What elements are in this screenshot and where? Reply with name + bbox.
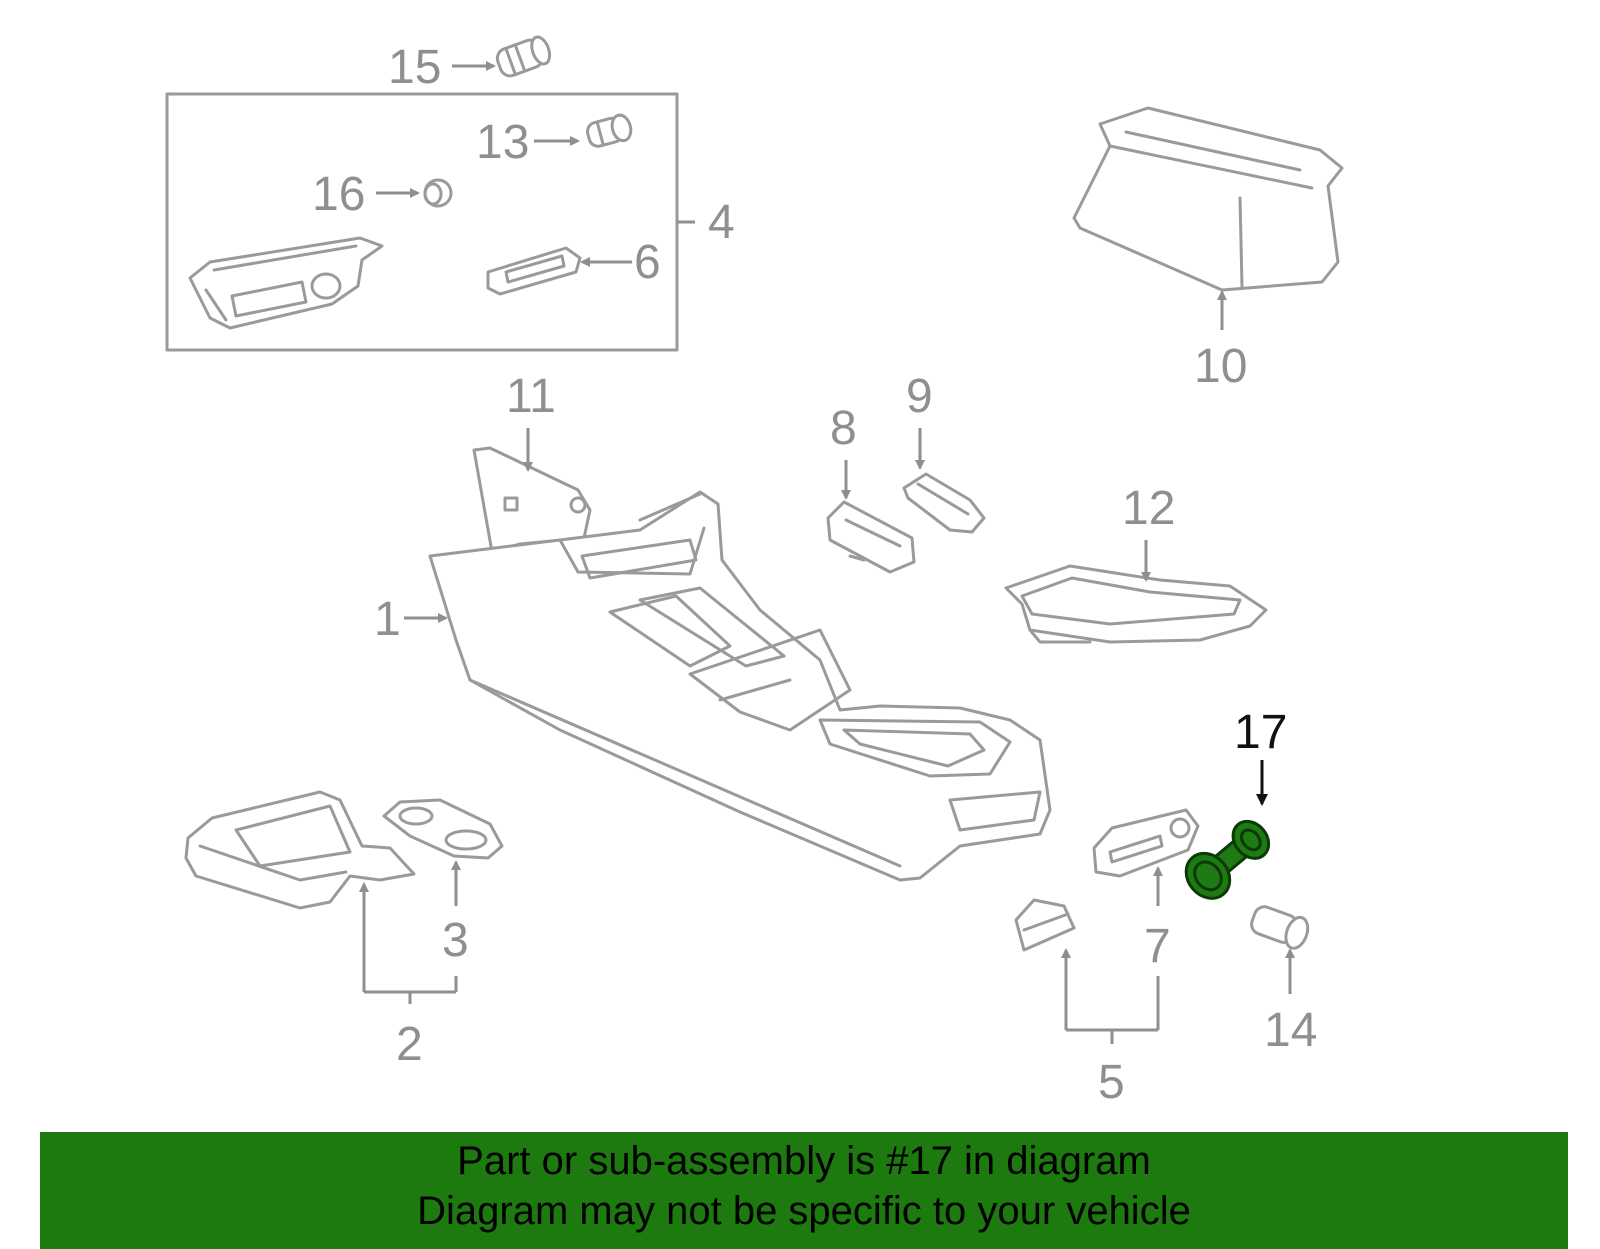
part-2: 2	[184, 790, 458, 1071]
switch-panel	[188, 236, 384, 330]
part-11: 11	[472, 370, 592, 554]
part-13: 13	[476, 113, 633, 169]
callout-11[interactable]: 11	[506, 370, 556, 423]
callout-13[interactable]: 13	[476, 116, 529, 169]
callout-17[interactable]: 17	[1234, 706, 1287, 759]
part-17-highlighted[interactable]: 17	[1177, 706, 1287, 907]
part-12: 12	[1004, 482, 1268, 644]
part-16: 16	[312, 168, 453, 221]
callout-7[interactable]: 7	[1144, 920, 1171, 973]
callout-1[interactable]: 1	[374, 593, 401, 646]
part-6: 6	[486, 236, 661, 296]
callout-8[interactable]: 8	[830, 402, 857, 455]
part-1: 1	[374, 490, 1052, 882]
callout-16[interactable]: 16	[312, 168, 365, 221]
callout-10[interactable]: 10	[1194, 340, 1247, 393]
part-5: 5	[1014, 898, 1160, 1109]
callout-6[interactable]: 6	[634, 236, 661, 289]
part-14: 14	[1250, 905, 1317, 1057]
info-banner: Part or sub-assembly is #17 in diagram D…	[40, 1132, 1568, 1249]
part-9: 9	[902, 370, 986, 534]
part-15: 15	[388, 35, 552, 94]
callout-9[interactable]: 9	[906, 370, 933, 423]
callout-12[interactable]: 12	[1122, 482, 1175, 535]
part-3: 3	[382, 798, 504, 967]
callout-2[interactable]: 2	[396, 1018, 423, 1071]
part-7: 7	[1092, 808, 1200, 973]
banner-part-note: Part or sub-assembly is #17 in diagram	[457, 1139, 1151, 1183]
callout-5[interactable]: 5	[1098, 1056, 1125, 1109]
part-10: 10	[1072, 106, 1344, 393]
callout-14[interactable]: 14	[1264, 1004, 1317, 1057]
callout-3[interactable]: 3	[442, 914, 469, 967]
banner-disclaimer: Diagram may not be specific to your vehi…	[417, 1189, 1191, 1233]
part-8: 8	[826, 402, 916, 574]
assembly-box-4: 4	[165, 92, 735, 352]
callout-4[interactable]: 4	[708, 196, 735, 249]
callout-15[interactable]: 15	[388, 41, 441, 94]
